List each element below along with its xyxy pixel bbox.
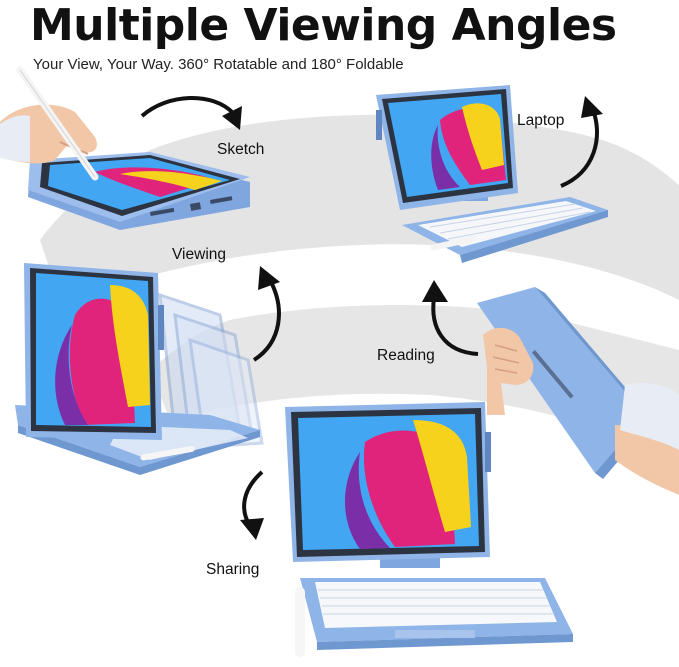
laptop-curved-arrow-icon [560, 96, 603, 188]
page-subtitle: Your View, Your Way. 360° Rotatable and … [33, 56, 404, 73]
sketch-label: Sketch [217, 141, 265, 158]
reading-curved-arrow-icon [422, 280, 479, 356]
sketch-mode-tablet [0, 62, 260, 232]
sharing-curved-arrow-icon [240, 470, 264, 540]
laptop-mode-tablet [370, 85, 610, 270]
sketch-curved-arrow-icon [140, 96, 242, 130]
viewing-curved-arrow-icon [252, 266, 281, 362]
page-title: Multiple Viewing Angles [30, 0, 617, 51]
sharing-label: Sharing [206, 561, 260, 578]
reading-mode-tablet [475, 285, 679, 500]
viewing-label: Viewing [172, 246, 227, 263]
sharing-mode-tablet [285, 402, 575, 664]
laptop-label: Laptop [517, 112, 565, 129]
reading-label: Reading [377, 347, 435, 364]
viewing-mode-tablet [10, 255, 270, 485]
